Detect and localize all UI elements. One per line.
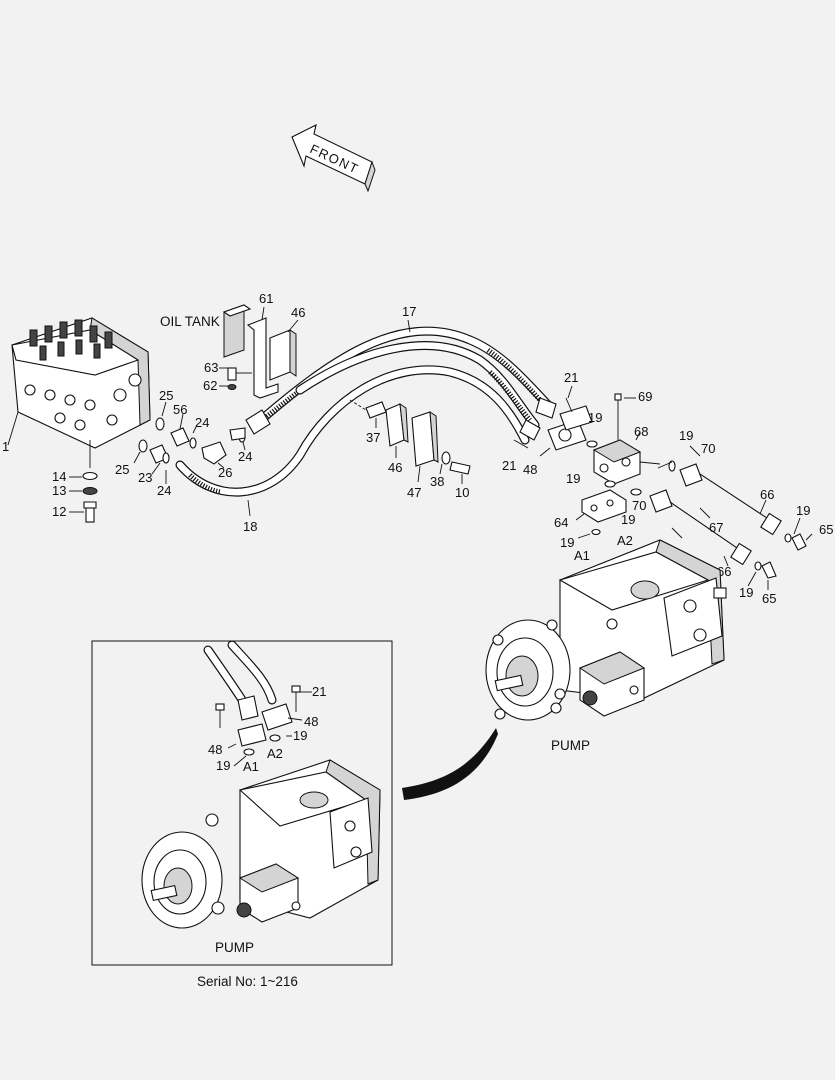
bolt-stack xyxy=(69,440,98,523)
inset-callout-48a: 48 xyxy=(304,714,318,729)
front-arrow: FRONT xyxy=(291,123,376,193)
callout-21a: 21 xyxy=(564,370,578,385)
callout-26: 26 xyxy=(218,465,232,480)
callout-68: 68 xyxy=(634,424,648,439)
pipe-assemblies xyxy=(649,445,813,590)
valve-fittings xyxy=(133,401,246,484)
callout-56: 56 xyxy=(173,402,187,417)
callout-19g: 19 xyxy=(739,585,753,600)
port-a1: A1 xyxy=(574,548,590,563)
inset-pump xyxy=(141,640,381,929)
callout-65a: 65 xyxy=(819,522,833,537)
callout-64: 64 xyxy=(554,515,568,530)
callout-70a: 70 xyxy=(632,498,646,513)
callout-1: 1 xyxy=(2,439,9,454)
inset-callout-21: 21 xyxy=(312,684,326,699)
callout-66a: 66 xyxy=(760,487,774,502)
callout-17: 17 xyxy=(402,304,416,319)
callout-46a: 46 xyxy=(291,305,305,320)
pump-flange-group xyxy=(513,385,598,457)
inset-callout-19a: 19 xyxy=(293,728,307,743)
callout-19e: 19 xyxy=(679,428,693,443)
main-pump xyxy=(485,539,727,721)
inset-pointer xyxy=(402,728,498,800)
callout-61: 61 xyxy=(259,291,273,306)
callout-67a: 67 xyxy=(709,520,723,535)
pump-label-main: PUMP xyxy=(551,738,590,753)
callout-47: 47 xyxy=(407,485,421,500)
callout-21b: 21 xyxy=(502,458,516,473)
callout-25a: 25 xyxy=(159,388,173,403)
callout-14: 14 xyxy=(52,469,66,484)
callout-12: 12 xyxy=(52,504,66,519)
callout-19b: 19 xyxy=(566,471,580,486)
callout-19c: 19 xyxy=(560,535,574,550)
callout-48: 48 xyxy=(523,462,537,477)
inset-callout-19b: 19 xyxy=(216,758,230,773)
callout-69: 69 xyxy=(638,389,652,404)
hose-17 xyxy=(250,319,553,430)
pump-label-inset: PUMP xyxy=(215,940,254,955)
callout-63: 63 xyxy=(204,360,218,375)
callout-19d: 19 xyxy=(621,512,635,527)
callout-62: 62 xyxy=(203,378,217,393)
callout-24b: 24 xyxy=(157,483,171,498)
callout-24c: 24 xyxy=(238,449,252,464)
callout-24a: 24 xyxy=(195,415,209,430)
callout-70b: 70 xyxy=(701,441,715,456)
serial-note: Serial No: 1~216 xyxy=(197,974,298,989)
callout-13: 13 xyxy=(52,483,66,498)
callout-23: 23 xyxy=(138,470,152,485)
callout-18: 18 xyxy=(243,519,257,534)
port-a2: A2 xyxy=(617,533,633,548)
callout-46b: 46 xyxy=(388,460,402,475)
callout-19a: 19 xyxy=(588,410,602,425)
oil-tank-brackets xyxy=(219,304,299,399)
callout-10: 10 xyxy=(455,485,469,500)
inset-port-a1: A1 xyxy=(243,759,259,774)
inset-callout-48b: 48 xyxy=(208,742,222,757)
callout-19f: 19 xyxy=(796,503,810,518)
callout-65b: 65 xyxy=(762,591,776,606)
callout-25b: 25 xyxy=(115,462,129,477)
hose-end-fittings xyxy=(245,397,557,441)
clamp-group xyxy=(349,399,471,484)
callout-38: 38 xyxy=(430,474,444,489)
inset-frame xyxy=(91,640,393,966)
control-valve xyxy=(7,317,151,449)
manifold-block xyxy=(575,393,661,539)
oil-tank-label: OIL TANK xyxy=(160,314,220,329)
hose-18 xyxy=(175,365,530,517)
callout-37: 37 xyxy=(366,430,380,445)
inset-port-a2: A2 xyxy=(267,746,283,761)
